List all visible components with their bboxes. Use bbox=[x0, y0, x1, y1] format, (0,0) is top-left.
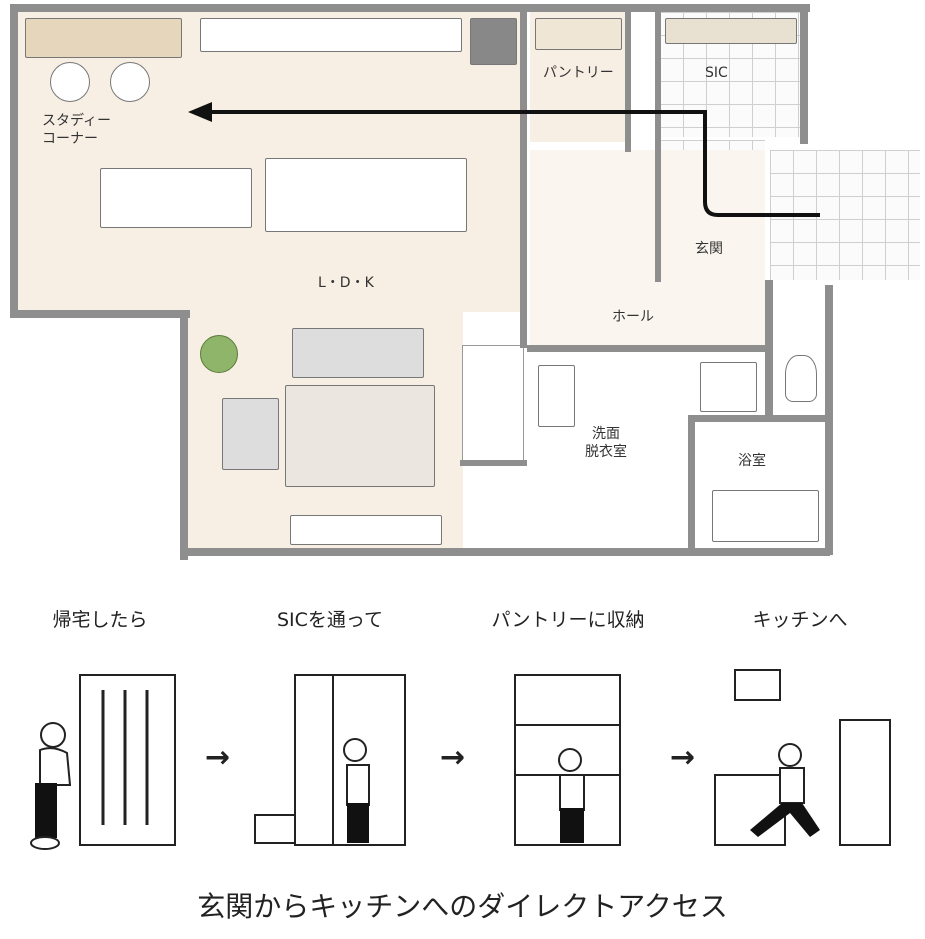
wall bbox=[180, 310, 188, 560]
washroom-line1: 洗面 bbox=[592, 426, 620, 442]
bathtub bbox=[712, 490, 819, 542]
sofa bbox=[292, 328, 424, 378]
wall bbox=[460, 460, 527, 466]
tv-board bbox=[290, 515, 442, 545]
wall bbox=[10, 4, 810, 12]
study-corner-line2: コーナー bbox=[42, 131, 98, 148]
step-arrow-icon: → bbox=[205, 740, 231, 775]
step-arrow-icon: → bbox=[670, 740, 696, 775]
scene-pantry bbox=[514, 674, 621, 846]
wall bbox=[520, 12, 527, 348]
room-label-washroom: 洗面 脱衣室 bbox=[585, 425, 627, 461]
dining-table bbox=[100, 168, 252, 228]
route-arrow bbox=[188, 102, 820, 217]
scene-kitchen bbox=[714, 669, 891, 846]
armchair bbox=[222, 398, 279, 470]
wall bbox=[10, 4, 18, 316]
wall bbox=[527, 345, 767, 352]
chair bbox=[110, 62, 150, 102]
step-caption-4: キッチンへ bbox=[752, 609, 848, 631]
wall bbox=[825, 285, 833, 555]
wall bbox=[625, 12, 631, 152]
entrance-porch-tiles bbox=[770, 150, 920, 280]
wall bbox=[10, 310, 190, 318]
step-caption-3: パントリーに収納 bbox=[491, 609, 645, 631]
room-label-hall: ホール bbox=[612, 309, 654, 325]
step-arrow-icon: → bbox=[440, 740, 466, 775]
wall bbox=[765, 280, 773, 420]
wall bbox=[180, 548, 830, 556]
wall bbox=[655, 12, 661, 282]
washing-machine bbox=[700, 362, 757, 412]
room-label-bathroom: 浴室 bbox=[738, 453, 766, 469]
room-label-study-corner: スタディー コーナー bbox=[42, 112, 111, 148]
rug bbox=[285, 385, 435, 487]
fridge bbox=[470, 18, 517, 65]
room-label-sic: SIC bbox=[705, 65, 728, 81]
step-caption-1: 帰宅したら bbox=[52, 609, 148, 631]
scene-sic bbox=[254, 674, 406, 846]
pantry-shelf bbox=[535, 18, 622, 50]
kitchen-island bbox=[265, 158, 467, 232]
step-caption-2: SICを通って bbox=[277, 609, 383, 631]
study-corner-line1: スタディー bbox=[42, 113, 112, 129]
room-label-ldk: L・D・K bbox=[318, 275, 374, 291]
wall bbox=[688, 415, 828, 422]
sic-shelf bbox=[665, 18, 797, 44]
hall-room bbox=[530, 150, 765, 345]
page-title: 玄関からキッチンへのダイレクトアクセス bbox=[197, 890, 728, 923]
floor-plan: スタディー コーナー L・D・K パントリー SIC 玄関 ホール 洗面 脱衣室… bbox=[10, 4, 920, 560]
washbasin bbox=[538, 365, 575, 427]
chair bbox=[50, 62, 90, 102]
room-label-entrance: 玄関 bbox=[695, 241, 723, 257]
plant bbox=[200, 335, 238, 373]
counter-shelf bbox=[200, 18, 462, 52]
stairs bbox=[462, 345, 524, 462]
wall bbox=[688, 415, 695, 550]
study-desk bbox=[25, 18, 182, 58]
toilet bbox=[785, 355, 817, 402]
washroom-line2: 脱衣室 bbox=[585, 444, 627, 461]
scene-door bbox=[30, 674, 176, 850]
wall bbox=[800, 4, 808, 144]
room-label-pantry: パントリー bbox=[543, 65, 614, 81]
